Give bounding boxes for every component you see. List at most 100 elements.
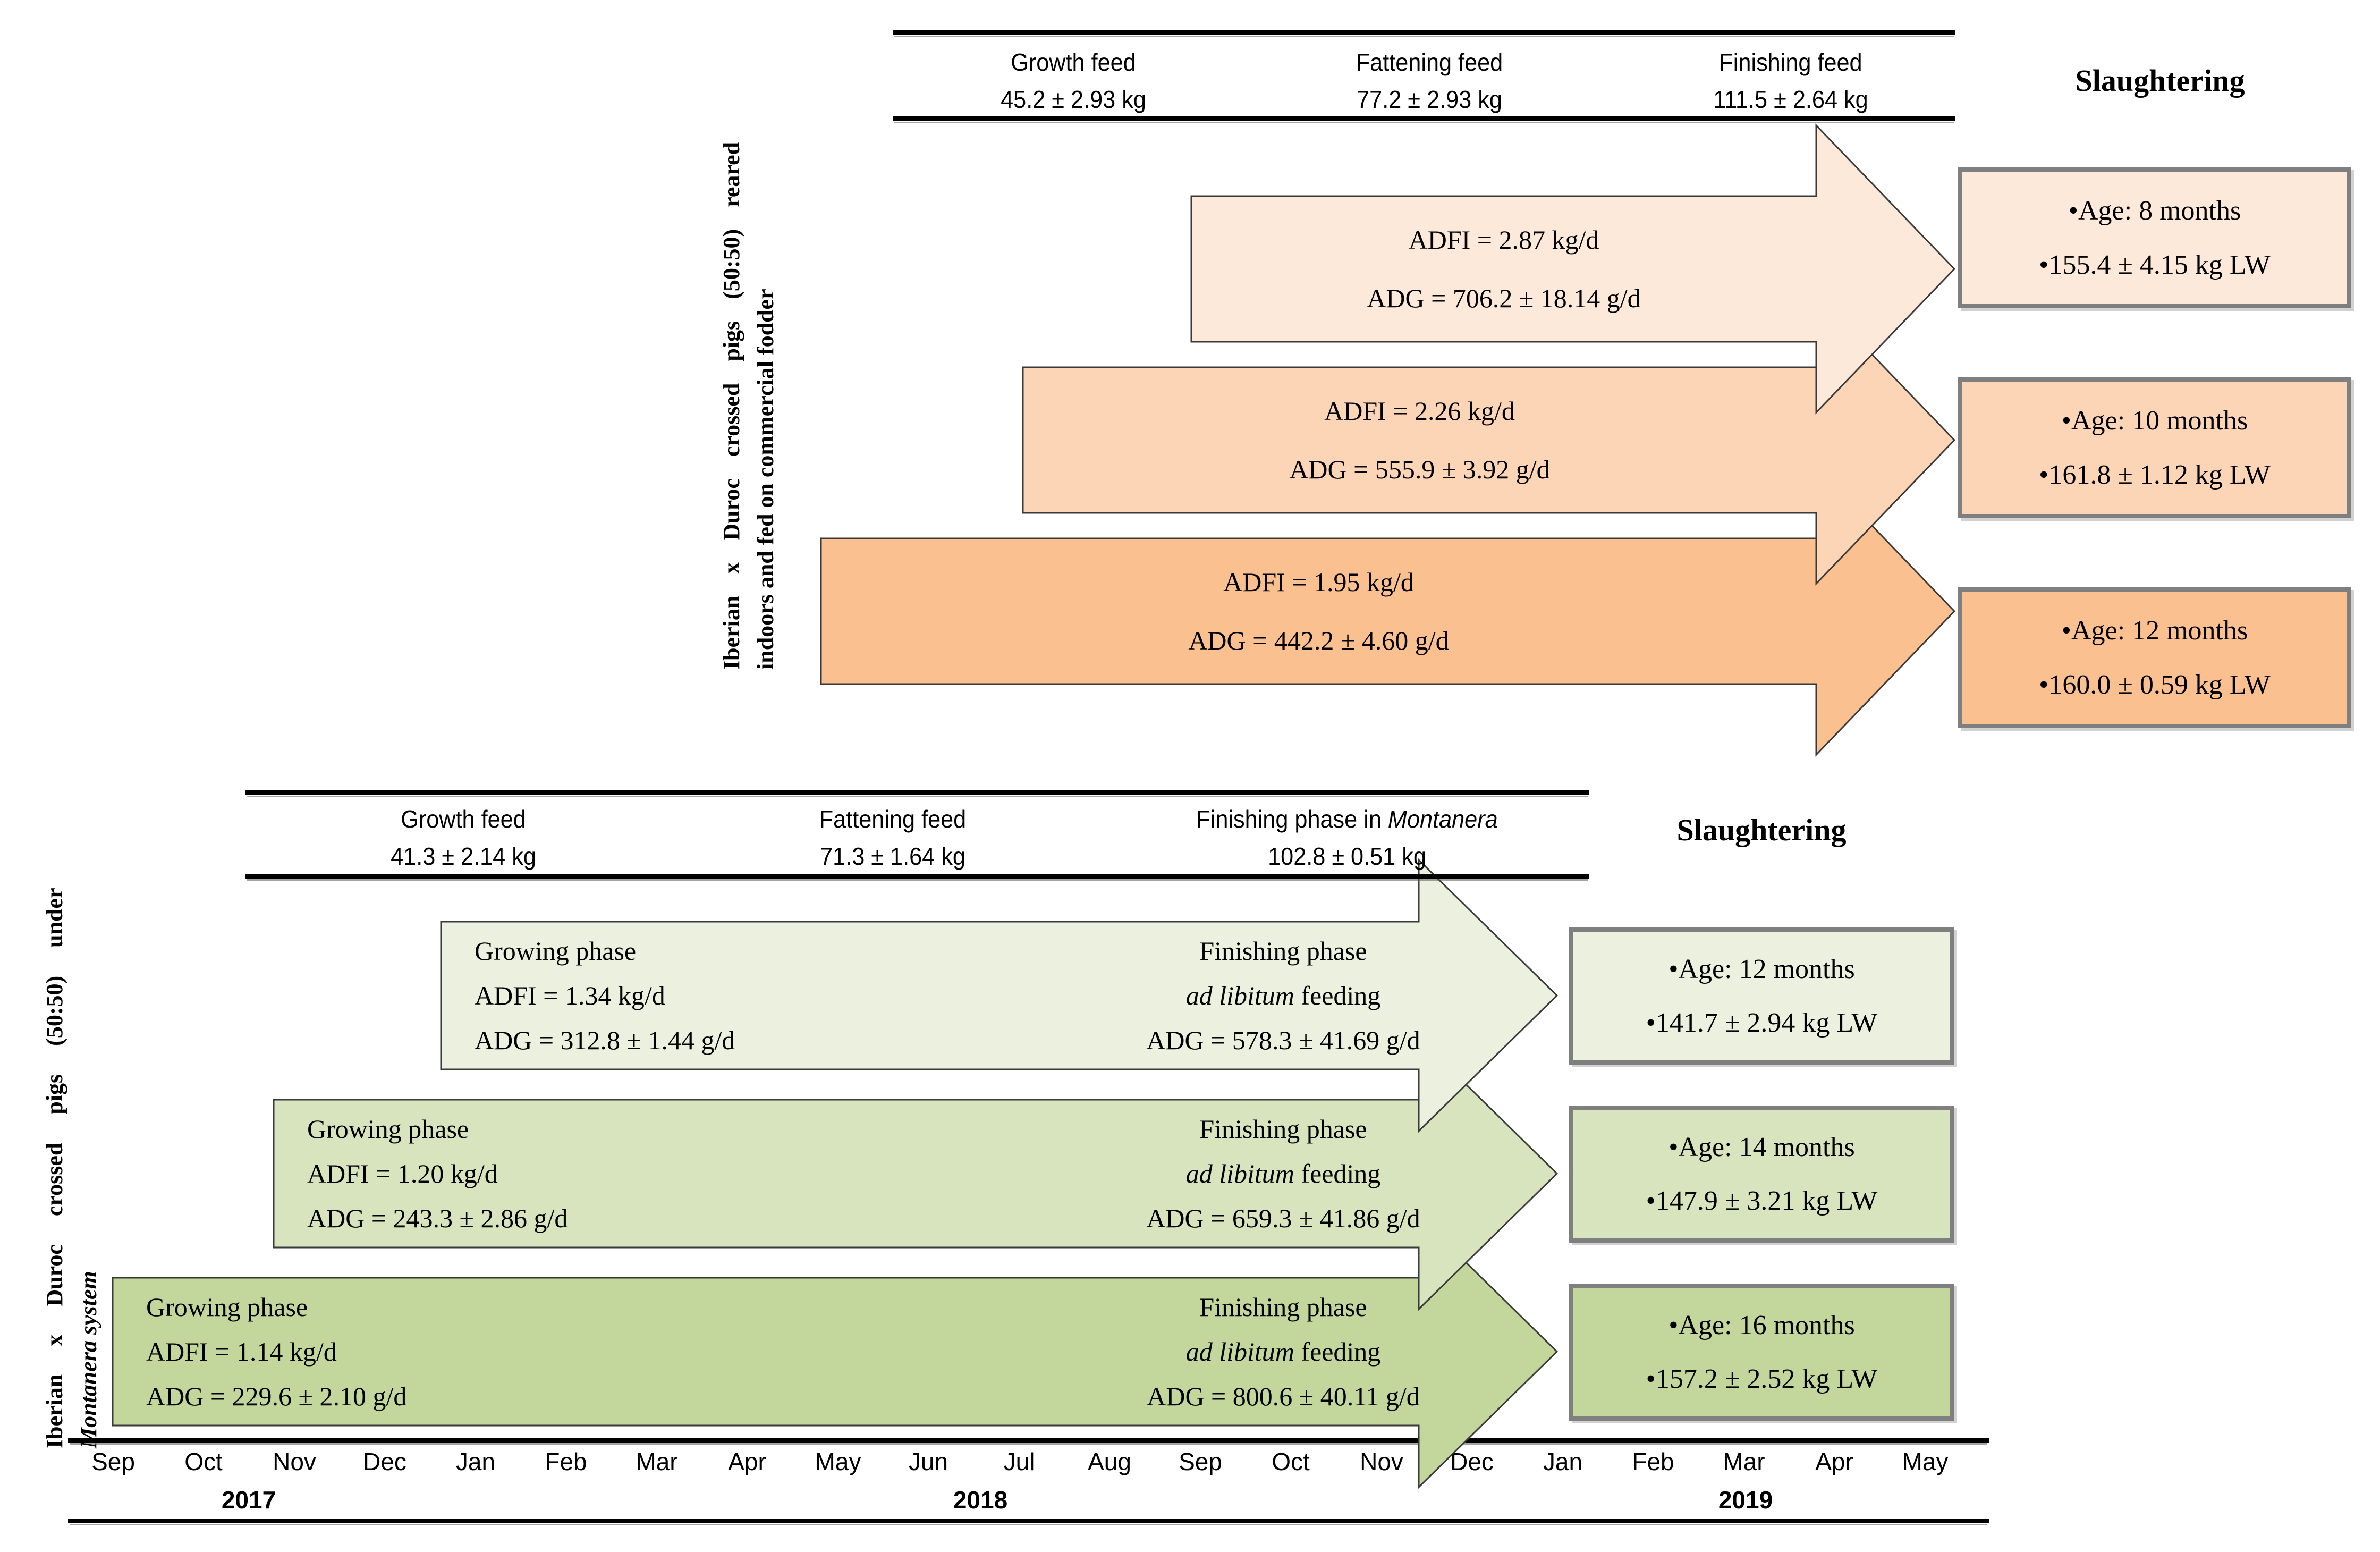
timeline-month: Oct — [1272, 1448, 1310, 1475]
adg-value: ADG = 578.3 ± 41.69 g/d — [1146, 1025, 1420, 1055]
adfi-value: ADFI = 1.20 kg/d — [307, 1159, 498, 1188]
timeline-month: Jul — [1003, 1448, 1035, 1475]
timeline-month: Jan — [1543, 1448, 1583, 1475]
timeline-year-2019: 2019 — [1718, 1486, 1773, 1514]
bottom-group-label: Iberian x Duroc crossed pigs (50:50) und… — [38, 784, 106, 1448]
timeline-month: Feb — [1632, 1448, 1674, 1475]
adfi-value: ADFI = 1.34 kg/d — [475, 981, 665, 1010]
timeline-month: Jun — [908, 1448, 948, 1475]
timeline-month: May — [1902, 1448, 1949, 1475]
top-feed-col-finishing-label: Finishing feed — [1719, 48, 1862, 76]
right-arrow-8-months — [1190, 123, 1956, 415]
slaughter-box-12-months-montanera: •Age: 12 months •141.7 ± 2.94 kg LW — [1569, 927, 1954, 1065]
weight-line: •147.9 ± 3.21 kg LW — [1646, 1185, 1878, 1216]
adg-value: ADG = 442.2 ± 4.60 g/d — [1188, 626, 1449, 656]
phase-title: Finishing phase — [1199, 1114, 1367, 1144]
timeline-month: Dec — [1450, 1448, 1494, 1475]
bottom-feed-table-bottom-rule — [245, 874, 1589, 879]
adfi-value: ADFI = 1.95 kg/d — [1223, 567, 1414, 597]
phase-title: Growing phase — [307, 1114, 469, 1144]
timeline-month: Apr — [1815, 1448, 1853, 1475]
timeline-month: Mar — [1723, 1448, 1765, 1475]
adfi-value: ADFI = 1.14 kg/d — [146, 1337, 337, 1367]
arrow-8-months-text: ADFI = 2.87 kg/d ADG = 706.2 ± 18.14 g/d — [1191, 196, 1816, 342]
bottom-feed-col-finishing-label: Finishing phase in Montanera — [1196, 805, 1498, 833]
phase-title: Growing phase — [475, 936, 637, 966]
slaughter-box-8-months: •Age: 8 months •155.4 ± 4.15 kg LW — [1958, 167, 2351, 308]
weight-line: •161.8 ± 1.12 kg LW — [2039, 460, 2271, 491]
phase-title: Finishing phase — [1199, 1292, 1367, 1322]
timeline-month: Apr — [728, 1448, 766, 1475]
adg-value: ADG = 706.2 ± 18.14 g/d — [1367, 283, 1641, 314]
adg-value: ADG = 555.9 ± 3.92 g/d — [1289, 454, 1550, 485]
timeline-month: Jan — [455, 1448, 496, 1475]
timeline-month: Feb — [545, 1448, 587, 1475]
age-line: •Age: 14 months — [1668, 1132, 1855, 1163]
adg-value: ADG = 659.3 ± 41.86 g/d — [1146, 1203, 1420, 1233]
adg-value: ADG = 312.8 ± 1.44 g/d — [475, 1025, 735, 1055]
weight-line: •155.4 ± 4.15 kg LW — [2039, 250, 2271, 281]
age-line: •Age: 12 months — [1668, 954, 1855, 985]
adg-value: ADG = 243.3 ± 2.86 g/d — [307, 1203, 568, 1233]
timeline-month: Nov — [1360, 1448, 1403, 1475]
bottom-feed-col-growth-value: 41.3 ± 2.14 kg — [391, 842, 536, 870]
slaughter-box-10-months: •Age: 10 months •161.8 ± 1.12 kg LW — [1958, 377, 2351, 518]
age-line: •Age: 16 months — [1668, 1310, 1855, 1341]
age-line: •Age: 10 months — [2061, 405, 2248, 436]
top-feed-table-top-rule — [893, 30, 1955, 35]
timeline-month: May — [815, 1448, 861, 1475]
timeline-month: Sep — [91, 1448, 135, 1475]
timeline-month: Dec — [363, 1448, 406, 1475]
adg-value: ADG = 229.6 ± 2.10 g/d — [146, 1381, 407, 1411]
arrow-14-months-growing-text: Growing phase ADFI = 1.20 kg/d ADG = 243… — [307, 1100, 892, 1247]
timeline-month: Oct — [184, 1448, 223, 1475]
age-line: •Age: 12 months — [2061, 615, 2248, 646]
arrow-16-months-growing-text: Growing phase ADFI = 1.14 kg/d ADG = 229… — [146, 1278, 731, 1426]
bottom-feed-col-fattening-label: Fattening feed — [819, 805, 967, 833]
top-group-label-line2: indoors and fed on commercial fodder — [752, 289, 778, 670]
weight-line: •141.7 ± 2.94 kg LW — [1646, 1007, 1878, 1038]
adfi-value: ADFI = 2.87 kg/d — [1408, 224, 1599, 255]
adlib-line: ad libitum feeding — [1185, 1337, 1381, 1367]
weight-line: •160.0 ± 0.59 kg LW — [2039, 670, 2271, 701]
bottom-feed-table-top-rule — [245, 790, 1589, 795]
arrow-12-months-text: ADFI = 1.95 kg/d ADG = 442.2 ± 4.60 g/d — [821, 538, 1816, 684]
timeline-month: Aug — [1088, 1448, 1131, 1475]
weight-line: •157.2 ± 2.52 kg LW — [1646, 1363, 1878, 1394]
bottom-feed-col-finishing-value: 102.8 ± 0.51 kg — [1268, 842, 1426, 870]
arrow-12-months-finishing-text: Finishing phase ad libitum feeding ADG =… — [1092, 922, 1475, 1069]
top-group-label: Iberian x Duroc crossed pigs (50:50) rea… — [715, 53, 783, 670]
top-feed-col-fattening-value: 77.2 ± 2.93 kg — [1357, 86, 1502, 113]
timeline-bottom-rule — [68, 1519, 1989, 1523]
timeline-month: Sep — [1179, 1448, 1222, 1475]
top-feed-col-growth-label: Growth feed — [1011, 48, 1136, 76]
top-feed-col-growth-value: 45.2 ± 2.93 kg — [1001, 86, 1146, 113]
age-line: •Age: 8 months — [2068, 195, 2241, 226]
phase-title: Growing phase — [146, 1292, 308, 1322]
bottom-group-label-line2: Montanera system — [75, 1271, 101, 1448]
arrow-16-months-finishing-text: Finishing phase ad libitum feeding ADG =… — [1092, 1278, 1475, 1426]
top-group-label-line1: Iberian x Duroc crossed pigs (50:50) rea… — [718, 141, 744, 670]
timeline-year-2017: 2017 — [221, 1486, 276, 1514]
slaughter-box-16-months: •Age: 16 months •157.2 ± 2.52 kg LW — [1569, 1284, 1954, 1421]
top-feed-table-bottom-rule — [893, 116, 1955, 121]
bottom-feed-col-growth-label: Growth feed — [401, 805, 526, 833]
bottom-slaughtering-title: Slaughtering — [1676, 813, 1847, 847]
timeline-month: Nov — [273, 1448, 316, 1475]
timeline-month: Mar — [636, 1448, 678, 1475]
arrow-12-months-growing-text: Growing phase ADFI = 1.34 kg/d ADG = 312… — [475, 922, 1059, 1069]
arrow-14-months-finishing-text: Finishing phase ad libitum feeding ADG =… — [1092, 1100, 1475, 1247]
top-feed-col-fattening-label: Fattening feed — [1356, 48, 1503, 76]
adlib-line: ad libitum feeding — [1185, 981, 1381, 1010]
top-slaughtering-title: Slaughtering — [2075, 63, 2245, 98]
adlib-line: ad libitum feeding — [1185, 1159, 1381, 1188]
adg-value: ADG = 800.6 ± 40.11 g/d — [1147, 1381, 1420, 1411]
phase-title: Finishing phase — [1199, 936, 1367, 966]
slaughter-box-14-months: •Age: 14 months •147.9 ± 3.21 kg LW — [1569, 1106, 1954, 1243]
adfi-value: ADFI = 2.26 kg/d — [1324, 395, 1515, 426]
timeline-top-rule — [68, 1438, 1989, 1443]
timeline-year-2018: 2018 — [953, 1486, 1008, 1514]
bottom-feed-col-fattening-value: 71.3 ± 1.64 kg — [820, 842, 965, 870]
arrow-10-months-text: ADFI = 2.26 kg/d ADG = 555.9 ± 3.92 g/d — [1023, 367, 1816, 513]
